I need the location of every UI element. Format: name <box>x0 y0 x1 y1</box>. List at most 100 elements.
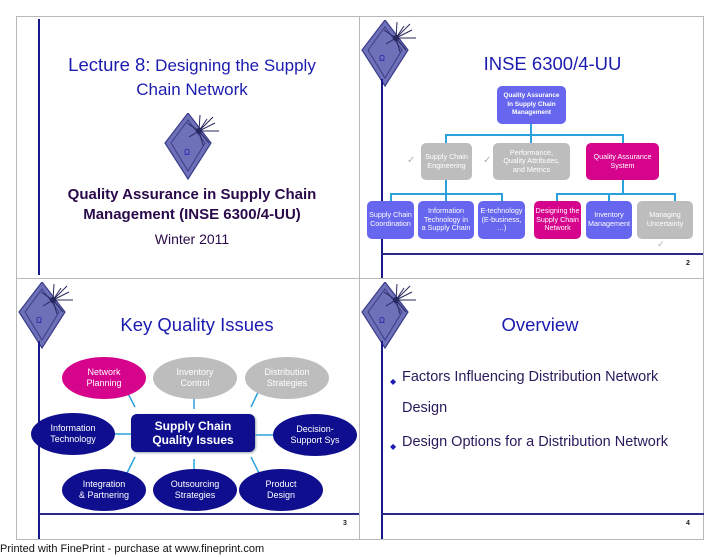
connector <box>390 193 392 201</box>
hub-line: Supply Chain <box>154 419 232 433</box>
box-line: Managing <box>649 210 681 220</box>
course-title-line-2: Management (INSE 6300/4-UU) <box>83 206 301 223</box>
connector <box>445 180 447 194</box>
logo-icon: Ω <box>164 113 220 180</box>
slide-rule-horizontal <box>382 253 703 255</box>
connector <box>622 180 624 194</box>
hub-node-integration-partnering[interactable]: Integration& Partnering <box>62 469 146 511</box>
slide-4[interactable]: Ω 4 Overview ◆ Factors Influencing Distr… <box>359 278 704 540</box>
print-footer: Printed with FinePrint - purchase at www… <box>0 543 265 555</box>
org-box-performance-metrics[interactable]: Performance,Quality Attributes,and Metri… <box>493 143 570 180</box>
bullet-icon: ◆ <box>390 442 397 451</box>
bullet-icon: ◆ <box>390 377 397 386</box>
hub-node-decision-support[interactable]: Decision-Support Sys <box>273 414 357 456</box>
connector <box>608 193 610 201</box>
slide-rule-horizontal <box>382 513 704 515</box>
connector <box>530 124 532 135</box>
box-line: E-technology <box>480 206 523 216</box>
course-title-line-1: Quality Assurance in Supply Chain <box>67 186 317 203</box>
connector <box>501 193 503 201</box>
org-box-e-technology[interactable]: E-technology(E-business,…) <box>478 201 525 239</box>
title-line-2: Chain Network <box>136 80 248 99</box>
box-line: a Supply Chain <box>421 223 471 233</box>
box-line: Management <box>588 219 630 228</box>
logo-icon: Ω <box>18 282 74 349</box>
slide-rule-vertical <box>381 341 383 539</box>
box-line: Supply Chain <box>536 214 579 224</box>
check-icon: ✓ <box>407 155 416 166</box>
slide-3-title: Key Quality Issues <box>120 314 274 335</box>
node-line: Strategies <box>266 378 308 388</box>
title-rest: Designing the Supply <box>150 56 316 75</box>
connector <box>674 193 676 201</box>
bullet-text: Design Options for a Distribution Networ… <box>402 434 668 450</box>
node-line: Planning <box>86 378 122 388</box>
node-line: Inventory <box>176 367 214 377</box>
logo-icon: Ω <box>361 20 417 87</box>
term-label: Winter 2011 <box>154 231 230 247</box>
box-line: Technology in <box>424 214 468 224</box>
box-line: and Metrics <box>512 164 551 174</box>
connector <box>445 193 447 201</box>
node-line: Distribution <box>264 367 310 377</box>
box-line: Management <box>511 109 552 117</box>
connector <box>622 134 624 143</box>
logo-icon: Ω <box>361 282 417 349</box>
node-line: Support Sys <box>290 435 340 445</box>
slide-1-title: Lecture 8: Designing the Supply Chain Ne… <box>37 53 347 101</box>
box-line: Supply Chain <box>425 151 468 161</box>
box-line: Engineering <box>427 160 466 170</box>
bullet-item-1-continued: Design <box>402 400 448 416</box>
node-line: Control <box>180 378 210 388</box>
slide-1[interactable]: Lecture 8: Designing the Supply Chain Ne… <box>16 16 360 279</box>
box-line: In Supply Chain <box>507 100 556 108</box>
box-line: Information <box>428 206 464 216</box>
connector <box>556 193 558 201</box>
node-line: & Partnering <box>78 490 130 500</box>
node-line: Network <box>87 367 121 377</box>
connector <box>530 134 532 143</box>
box-line: Quality Attributes, <box>503 156 560 166</box>
connector <box>556 193 676 195</box>
page-number: 2 <box>686 260 690 267</box>
logo-omega: Ω <box>36 316 42 325</box>
node-line: Design <box>266 490 295 500</box>
title-prefix: Lecture 8: <box>68 54 151 75</box>
slide-2-title: INSE 6300/4-UU <box>483 53 622 74</box>
box-line: Uncertainty <box>646 219 684 228</box>
node-line: Technology <box>50 434 96 444</box>
check-icon: ✓ <box>657 239 665 249</box>
slide-rule-vertical <box>38 19 40 275</box>
logo-omega: Ω <box>379 54 385 63</box>
page-number: 4 <box>686 520 690 527</box>
node-line: Strategies <box>174 490 216 500</box>
box-line: Inventory <box>594 210 624 220</box>
node-line: Outsourcing <box>170 479 220 489</box>
check-icon: ✓ <box>483 155 492 166</box>
course-title: Quality Assurance in Supply Chain Manage… <box>37 185 347 225</box>
box-line: Performance, <box>509 147 554 157</box>
page-number: 3 <box>343 520 347 527</box>
node-line: Integration <box>82 479 126 489</box>
box-line: Quality Assurance <box>503 92 560 100</box>
box-line: …) <box>496 223 507 233</box>
box-line: Quality Assurance <box>593 151 652 161</box>
logo-omega: Ω <box>379 316 385 325</box>
